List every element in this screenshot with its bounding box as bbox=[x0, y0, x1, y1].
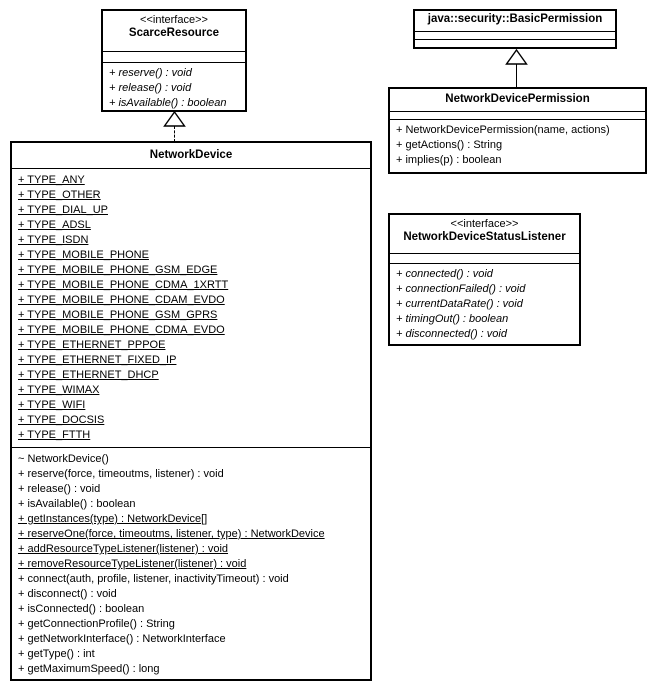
class-header-basic-permission: java::security::BasicPermission bbox=[415, 11, 615, 31]
methods-compartment-network-device-permission: + NetworkDevicePermission(name, actions)… bbox=[390, 120, 645, 171]
method-item: + removeResourceTypeListener(listener) :… bbox=[18, 558, 247, 570]
stereotype-label: <<interface>> bbox=[140, 14, 208, 26]
compartment-divider bbox=[12, 447, 370, 448]
method-item: + isAvailable() : boolean bbox=[18, 498, 136, 510]
class-header-network-device: NetworkDevice bbox=[12, 143, 370, 168]
attributes-compartment-network-device: + TYPE_ANY + TYPE_OTHER + TYPE_DIAL_UP +… bbox=[12, 169, 370, 447]
method-item: + disconnect() : void bbox=[18, 588, 117, 600]
compartment-divider bbox=[415, 31, 615, 32]
attribute-item: + TYPE_WIMAX bbox=[18, 384, 100, 396]
realization-line-scarce-resource bbox=[174, 126, 175, 142]
attribute-item: + TYPE_MOBILE_PHONE_GSM_GPRS bbox=[18, 309, 218, 321]
generalization-line-basic-permission bbox=[516, 64, 517, 87]
compartment-divider bbox=[103, 62, 245, 63]
methods-compartment-network-device: ~ NetworkDevice() + reserve(force, timeo… bbox=[12, 448, 370, 680]
compartment-divider bbox=[12, 168, 370, 169]
compartment-divider bbox=[390, 119, 645, 120]
attribute-item: + TYPE_ANY bbox=[18, 174, 85, 186]
class-box-scarce-resource[interactable]: <<interface>> ScarceResource + reserve()… bbox=[101, 9, 247, 112]
stereotype-label: <<interface>> bbox=[450, 218, 519, 230]
class-name-label: java::security::BasicPermission bbox=[427, 13, 603, 25]
attributes-compartment-status-listener bbox=[390, 254, 579, 263]
compartment-divider bbox=[390, 111, 645, 112]
attribute-item: + TYPE_ADSL bbox=[18, 219, 91, 231]
attributes-compartment-scarce-resource bbox=[103, 52, 245, 62]
method-item: + disconnected() : void bbox=[396, 328, 507, 340]
class-header-scarce-resource: <<interface>> ScarceResource bbox=[103, 11, 245, 51]
method-item: + getType() : int bbox=[18, 648, 95, 660]
method-item: + connect(auth, profile, listener, inact… bbox=[18, 573, 289, 585]
attribute-item: + TYPE_ISDN bbox=[18, 234, 89, 246]
attribute-item: + TYPE_FTTH bbox=[18, 429, 91, 441]
class-header-network-device-status-listener: <<interface>> NetworkDeviceStatusListene… bbox=[390, 215, 579, 253]
method-item: + isAvailable() : boolean bbox=[109, 97, 227, 109]
method-item: + currentDataRate() : void bbox=[396, 298, 523, 310]
method-item: + isConnected() : boolean bbox=[18, 603, 145, 615]
attribute-item: + TYPE_MOBILE_PHONE_GSM_EDGE bbox=[18, 264, 218, 276]
compartment-divider bbox=[415, 39, 615, 40]
class-header-network-device-permission: NetworkDevicePermission bbox=[390, 89, 645, 111]
class-name-label: NetworkDevice bbox=[149, 149, 233, 161]
attribute-item: + TYPE_ETHERNET_PPPOE bbox=[18, 339, 166, 351]
class-name-label: NetworkDevicePermission bbox=[445, 93, 590, 105]
attribute-item: + TYPE_ETHERNET_FIXED_IP bbox=[18, 354, 177, 366]
method-item: + release() : void bbox=[109, 82, 192, 94]
class-name-label: ScarceResource bbox=[128, 27, 220, 39]
class-box-network-device-status-listener[interactable]: <<interface>> NetworkDeviceStatusListene… bbox=[388, 213, 581, 346]
methods-compartment-scarce-resource: + reserve() : void + release() : void + … bbox=[103, 63, 245, 114]
method-item: + implies(p) : boolean bbox=[396, 154, 502, 166]
attribute-item: + TYPE_MOBILE_PHONE bbox=[18, 249, 149, 261]
method-item: + getNetworkInterface() : NetworkInterfa… bbox=[18, 633, 226, 645]
methods-compartment-basic-permission bbox=[415, 40, 615, 47]
method-item: + getMaximumSpeed() : long bbox=[18, 663, 160, 675]
method-item: + getInstances(type) : NetworkDevice[] bbox=[18, 513, 208, 525]
attribute-item: + TYPE_WIFI bbox=[18, 399, 86, 411]
method-item: + reserve(force, timeoutms, listener) : … bbox=[18, 468, 224, 480]
class-name-label: NetworkDeviceStatusListener bbox=[403, 231, 566, 243]
attributes-compartment-basic-permission bbox=[415, 32, 615, 39]
attribute-item: + TYPE_MOBILE_PHONE_CDMA_1XRTT bbox=[18, 279, 229, 291]
methods-compartment-status-listener: + connected() : void + connectionFailed(… bbox=[390, 264, 579, 345]
class-box-network-device[interactable]: NetworkDevice + TYPE_ANY + TYPE_OTHER + … bbox=[10, 141, 372, 681]
method-item: + addResourceTypeListener(listener) : vo… bbox=[18, 543, 229, 555]
method-item: + connectionFailed() : void bbox=[396, 283, 526, 295]
compartment-divider bbox=[103, 51, 245, 52]
class-box-basic-permission[interactable]: java::security::BasicPermission bbox=[413, 9, 617, 49]
method-item: + getActions() : String bbox=[396, 139, 503, 151]
attribute-item: + TYPE_DIAL_UP bbox=[18, 204, 108, 216]
attributes-compartment-network-device-permission bbox=[390, 112, 645, 119]
method-item: ~ NetworkDevice() bbox=[18, 453, 109, 465]
attribute-item: + TYPE_ETHERNET_DHCP bbox=[18, 369, 159, 381]
method-item: + NetworkDevicePermission(name, actions) bbox=[396, 124, 610, 136]
method-item: + getConnectionProfile() : String bbox=[18, 618, 175, 630]
attribute-item: + TYPE_DOCSIS bbox=[18, 414, 105, 426]
method-item: + connected() : void bbox=[396, 268, 493, 280]
method-item: + reserve() : void bbox=[109, 67, 192, 79]
attribute-item: + TYPE_MOBILE_PHONE_CDAM_EVDO bbox=[18, 294, 225, 306]
class-box-network-device-permission[interactable]: NetworkDevicePermission + NetworkDeviceP… bbox=[388, 87, 647, 174]
attribute-item: + TYPE_MOBILE_PHONE_CDMA_EVDO bbox=[18, 324, 225, 336]
method-item: + release() : void bbox=[18, 483, 101, 495]
method-item: + timingOut() : boolean bbox=[396, 313, 509, 325]
method-item: + reserveOne(force, timeoutms, listener,… bbox=[18, 528, 325, 540]
attribute-item: + TYPE_OTHER bbox=[18, 189, 101, 201]
compartment-divider bbox=[390, 263, 579, 264]
compartment-divider bbox=[390, 253, 579, 254]
